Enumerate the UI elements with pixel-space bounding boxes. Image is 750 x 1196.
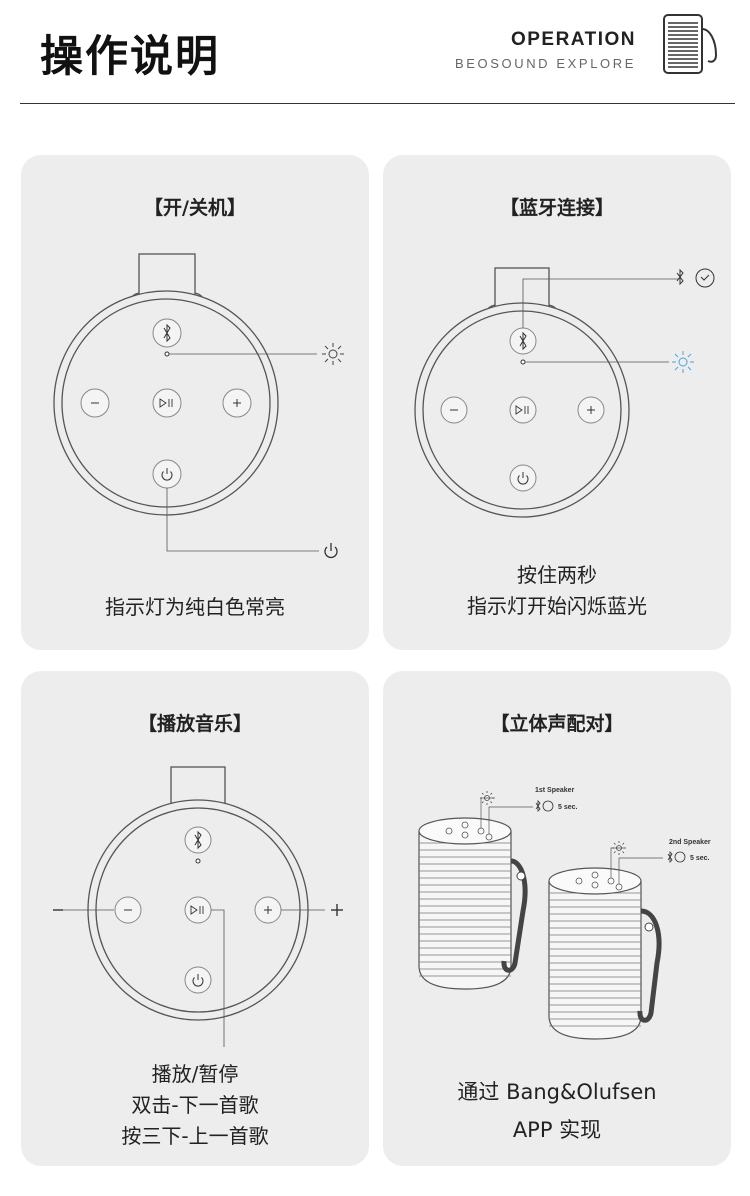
play-pause-button[interactable]: [509, 396, 537, 424]
power-button[interactable]: [152, 459, 182, 489]
volume-down-button[interactable]: [440, 396, 468, 424]
card-caption: 指示灯为纯白色常亮: [21, 592, 369, 623]
volume-up-button[interactable]: [254, 896, 282, 924]
card-bluetooth: 【蓝牙连接】: [383, 155, 731, 650]
volume-down-button[interactable]: [80, 388, 110, 418]
caption-line: 指示灯开始闪烁蓝光: [467, 594, 647, 618]
card-title: 【播放音乐】: [137, 713, 252, 735]
speaker-2: [548, 867, 662, 1040]
speaker-top-diagram: [53, 253, 344, 559]
bluetooth-button[interactable]: [184, 826, 212, 854]
play-pause-button[interactable]: [184, 896, 212, 924]
speaker-1-label: 1st Speaker: [535, 787, 575, 794]
indicator-light: [195, 858, 201, 864]
stereo-pair-diagram: 1st Speaker 5 sec. 2nd Speaker 5 sec.: [418, 787, 711, 1040]
play-pause-button[interactable]: [152, 388, 182, 418]
bluetooth-button[interactable]: [509, 327, 537, 355]
caption-line: 双击-下一首歌: [131, 1093, 259, 1117]
power-icon: [324, 543, 338, 559]
caption-line: 按住两秒: [517, 563, 597, 587]
indicator-light: [164, 351, 170, 357]
card-stereo-pairing: 【立体声配对】: [383, 671, 731, 1166]
card-title: 【开/关机】: [144, 197, 246, 219]
bluetooth-icon: [676, 268, 684, 286]
card-caption: 按住两秒 指示灯开始闪烁蓝光: [383, 560, 731, 622]
speaker-top-diagram: [53, 766, 343, 1047]
card-title: 【蓝牙连接】: [499, 197, 614, 219]
light-on-icon: [480, 791, 494, 805]
speaker-1: [418, 817, 528, 990]
header-divider: [20, 103, 735, 104]
page-title: 操作说明: [40, 32, 220, 82]
timer-icon: [674, 851, 686, 863]
caption-line: 播放/暂停: [151, 1062, 239, 1086]
card-caption: 播放/暂停 双击-下一首歌 按三下-上一首歌: [21, 1059, 369, 1152]
caption-line: APP 实现: [512, 1118, 602, 1142]
indicator-light: [520, 359, 526, 365]
volume-up-button[interactable]: [577, 396, 605, 424]
light-on-icon: [322, 343, 344, 365]
bluetooth-icon: [535, 800, 541, 812]
timer-icon: [542, 800, 554, 812]
plus-icon: [331, 904, 343, 916]
caption-line: 按三下-上一首歌: [121, 1124, 269, 1148]
header: 操作说明 OPERATION BEOSOUND EXPLORE: [0, 0, 750, 106]
timer-icon: [695, 268, 715, 288]
caption-line: 通过 Bang&Olufsen: [457, 1080, 657, 1104]
product-name: BEOSOUND EXPLORE: [454, 56, 636, 71]
card-play-music: 【播放音乐】: [21, 671, 369, 1166]
volume-up-button[interactable]: [222, 388, 252, 418]
bluetooth-icon: [667, 851, 673, 863]
volume-down-button[interactable]: [114, 896, 142, 924]
caption-line: 指示灯为纯白色常亮: [105, 595, 285, 619]
speaker-logo-icon: [663, 14, 718, 74]
power-button[interactable]: [184, 966, 212, 994]
hold-time-label: 5 sec.: [690, 855, 710, 862]
power-button[interactable]: [509, 464, 537, 492]
card-caption: 通过 Bang&Olufsen APP 实现: [383, 1073, 731, 1149]
hold-time-label: 5 sec.: [558, 804, 578, 811]
speaker-top-diagram: [414, 267, 715, 518]
card-power: 【开/关机】: [21, 155, 369, 650]
speaker-2-label: 2nd Speaker: [669, 839, 711, 846]
bluetooth-button[interactable]: [152, 318, 182, 348]
card-title: 【立体声配对】: [490, 713, 624, 735]
blue-light-icon: [672, 351, 694, 373]
page-title-en: OPERATION: [510, 29, 636, 50]
light-on-icon: [612, 841, 626, 855]
